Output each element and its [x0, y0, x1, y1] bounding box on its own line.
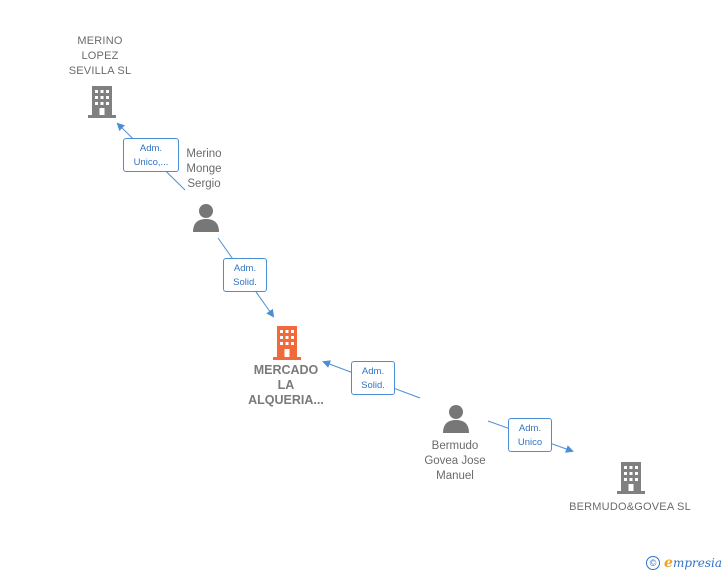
name-line: LOPEZ	[81, 50, 119, 62]
name-line: Bermudo	[431, 440, 479, 452]
name-line: LA	[277, 378, 295, 392]
role-text: Adm.	[233, 263, 257, 274]
name-line: BERMUDO&GOVEA SL	[569, 501, 691, 513]
building-icon[interactable]	[615, 460, 647, 494]
role-box-adm-unico-bermudo[interactable]: Adm. Unico	[508, 418, 552, 452]
node-label-bermudo-sl: BERMUDO&GOVEA SL	[560, 500, 700, 515]
role-text: Unico	[517, 437, 543, 448]
role-text: Solid.	[361, 380, 385, 391]
person-icon[interactable]	[191, 202, 221, 232]
name-line: Merino	[186, 148, 222, 160]
brand-logo[interactable]: empresia	[664, 555, 722, 571]
node-label-mercado: MERCADO LA ALQUERIA...	[232, 363, 340, 408]
name-line: ALQUERIA...	[248, 393, 324, 407]
role-text: Adm.	[361, 366, 385, 377]
role-text: Unico,...	[133, 157, 169, 168]
name-line: SEVILLA SL	[68, 65, 132, 77]
building-icon[interactable]	[271, 324, 303, 360]
role-box-adm-unico-merino[interactable]: Adm. Unico,...	[123, 138, 179, 172]
node-label-merino-monge: Merino Monge Sergio	[176, 147, 232, 192]
copyright-icon: ©	[646, 556, 661, 570]
person-icon[interactable]	[441, 403, 471, 433]
name-line: Sergio	[187, 178, 221, 190]
name-line: Manuel	[436, 470, 474, 482]
role-box-adm-solid-bermudo[interactable]: Adm. Solid.	[351, 361, 395, 395]
name-line: Monge	[186, 163, 222, 175]
brand-initial: e	[664, 555, 673, 571]
node-label-bermudo-person: Bermudo Govea Jose Manuel	[410, 439, 500, 484]
building-icon[interactable]	[86, 84, 118, 118]
role-text: Adm.	[518, 423, 542, 434]
role-text: Solid.	[233, 277, 257, 288]
footer-brand: © empresia	[646, 555, 722, 571]
name-line: MERINO	[77, 35, 123, 47]
name-line: Govea Jose	[424, 455, 486, 467]
brand-rest: mpresia	[672, 556, 722, 570]
role-text: Adm.	[139, 143, 163, 154]
name-line: MERCADO	[253, 363, 319, 377]
node-label-merino-lopez: MERINO LOPEZ SEVILLA SL	[49, 34, 151, 79]
role-box-adm-solid-monge[interactable]: Adm. Solid.	[223, 258, 267, 292]
